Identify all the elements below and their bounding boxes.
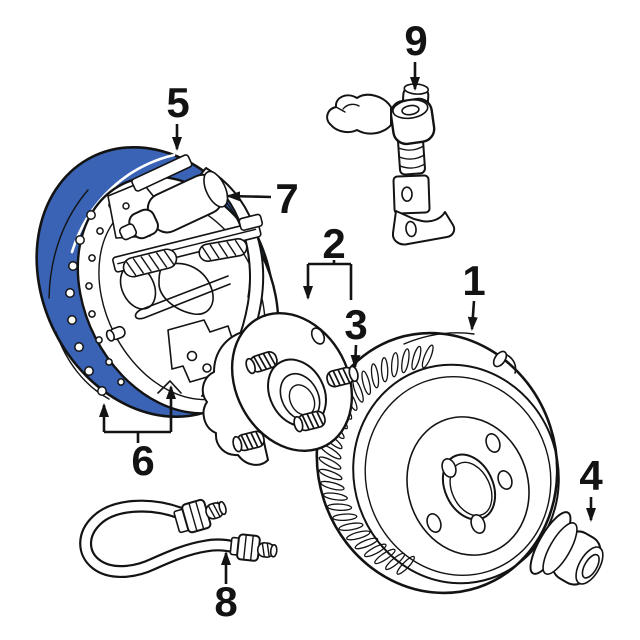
callout-3: 3: [344, 301, 368, 369]
callout-7: 7: [226, 175, 299, 222]
brake-hose: [79, 498, 278, 578]
grease-cap: [529, 511, 604, 586]
hub-bearing-assembly: [201, 312, 361, 466]
hold-down-pin: [105, 325, 126, 342]
callout-2: 2: [303, 220, 353, 300]
callout-2-bracket: [308, 260, 353, 300]
drum-silhouette: [315, 331, 559, 595]
callout-1-label: 1: [462, 257, 485, 304]
callout-1: 1: [462, 257, 486, 331]
callout-2-label: 2: [322, 220, 345, 267]
drum-bolt-holes: [426, 433, 513, 534]
callout-9-label: 9: [404, 17, 427, 64]
hose-fitting-lower: [229, 533, 278, 562]
return-spring-right: [198, 238, 248, 262]
callout-8: 8: [214, 551, 238, 625]
callout-5-label: 5: [166, 79, 189, 126]
callout-4-label: 4: [579, 452, 603, 499]
callout-1-arrow: [467, 300, 478, 331]
callout-3-arrow: [350, 344, 361, 369]
wheel-cylinder: [118, 154, 229, 241]
callout-7-label: 7: [275, 175, 298, 222]
callout-7-arrow: [226, 191, 272, 202]
callout-3-label: 3: [344, 301, 367, 348]
callout-5: 5: [166, 79, 190, 151]
access-hole: [158, 262, 214, 315]
callout-9: 9: [404, 17, 428, 91]
brake-drum: [315, 331, 560, 595]
callout-6-bracket: [104, 430, 171, 443]
callouts: 1 2 3 4 5 6 7 8: [99, 17, 603, 625]
return-spring-left: [122, 248, 178, 278]
hose-fitting-upper: [173, 498, 227, 534]
callout-4: 4: [579, 452, 603, 522]
backing-plate-rivet-holes: [65, 201, 125, 396]
callout-8-label: 8: [214, 578, 237, 625]
callout-6: 6: [99, 385, 176, 484]
brake-line-bracket: [326, 83, 456, 246]
callout-6-label: 6: [131, 437, 154, 484]
